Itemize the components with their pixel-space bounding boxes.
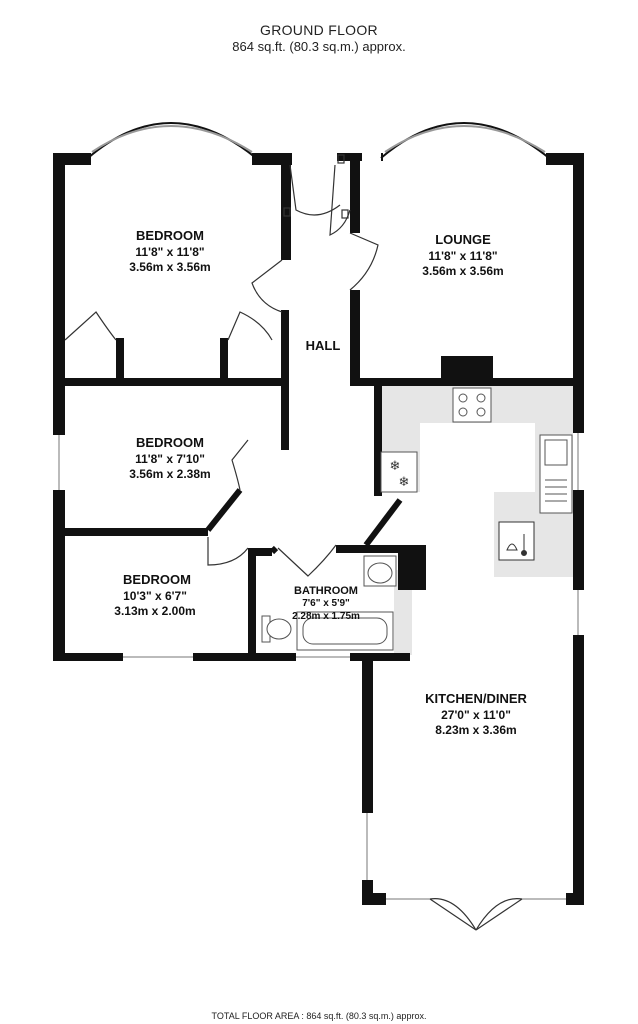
bathroom-dim-imperial: 7'6" x 5'9" <box>302 598 350 609</box>
bedroom1-dim-imperial: 11'8" x 11'8" <box>135 245 204 259</box>
room-bedroom-1: BEDROOM 11'8" x 11'8" 3.56m x 3.56m <box>129 228 210 274</box>
door-swings <box>64 154 523 931</box>
toilet-icon <box>261 615 292 643</box>
bedroom3-dim-imperial: 10'3" x 6'7" <box>123 589 187 603</box>
appliance-icon <box>498 521 535 561</box>
bath-icon <box>296 611 394 651</box>
svg-text:❄: ❄ <box>390 459 401 474</box>
room-bedroom-3: BEDROOM 10'3" x 6'7" 3.13m x 2.00m <box>114 572 195 618</box>
lounge-name: LOUNGE <box>435 232 491 247</box>
room-bedroom-2: BEDROOM 11'8" x 7'10" 3.56m x 2.38m <box>129 435 210 481</box>
bedroom2-dim-imperial: 11'8" x 7'10" <box>135 452 205 466</box>
room-lounge: LOUNGE 11'8" x 11'8" 3.56m x 3.56m <box>422 232 503 278</box>
bay-windows <box>87 122 550 159</box>
bedroom3-dim-metric: 3.13m x 2.00m <box>114 604 195 618</box>
kitchen-name: KITCHEN/DINER <box>425 691 527 706</box>
kitchen-dim-imperial: 27'0" x 11'0" <box>441 708 511 722</box>
bathroom-name: BATHROOM <box>294 585 358 597</box>
kitchen-dim-metric: 8.23m x 3.36m <box>435 723 516 737</box>
bathroom-dim-metric: 2.28m x 1.75m <box>292 611 360 622</box>
hob-icon <box>452 387 492 423</box>
room-bathroom: BATHROOM 7'6" x 5'9" 2.28m x 1.75m <box>292 585 360 622</box>
room-kitchen-diner: KITCHEN/DINER 27'0" x 11'0" 8.23m x 3.36… <box>425 691 527 737</box>
basin-icon <box>363 555 397 587</box>
windows <box>53 433 584 905</box>
kitchen-counter <box>380 385 573 655</box>
bedroom2-dim-metric: 3.56m x 2.38m <box>129 467 210 481</box>
svg-text:❄: ❄ <box>399 475 410 490</box>
hall-name: HALL <box>306 338 341 353</box>
angled-walls <box>205 488 403 555</box>
snowflake-icon: ❄ ❄ <box>380 451 418 493</box>
bedroom1-name: BEDROOM <box>136 228 204 243</box>
sink-icon <box>539 434 573 514</box>
bedroom2-name: BEDROOM <box>136 435 204 450</box>
plan-title: GROUND FLOOR <box>260 22 378 38</box>
lounge-dim-imperial: 11'8" x 11'8" <box>428 249 497 263</box>
room-hall: HALL <box>306 338 341 353</box>
bedroom3-name: BEDROOM <box>123 572 191 587</box>
lounge-dim-metric: 3.56m x 3.56m <box>422 264 503 278</box>
total-floor-area: TOTAL FLOOR AREA : 864 sq.ft. (80.3 sq.m… <box>211 1011 427 1021</box>
bedroom1-dim-metric: 3.56m x 3.56m <box>129 260 210 274</box>
plan-area: 864 sq.ft. (80.3 sq.m.) approx. <box>232 39 406 54</box>
